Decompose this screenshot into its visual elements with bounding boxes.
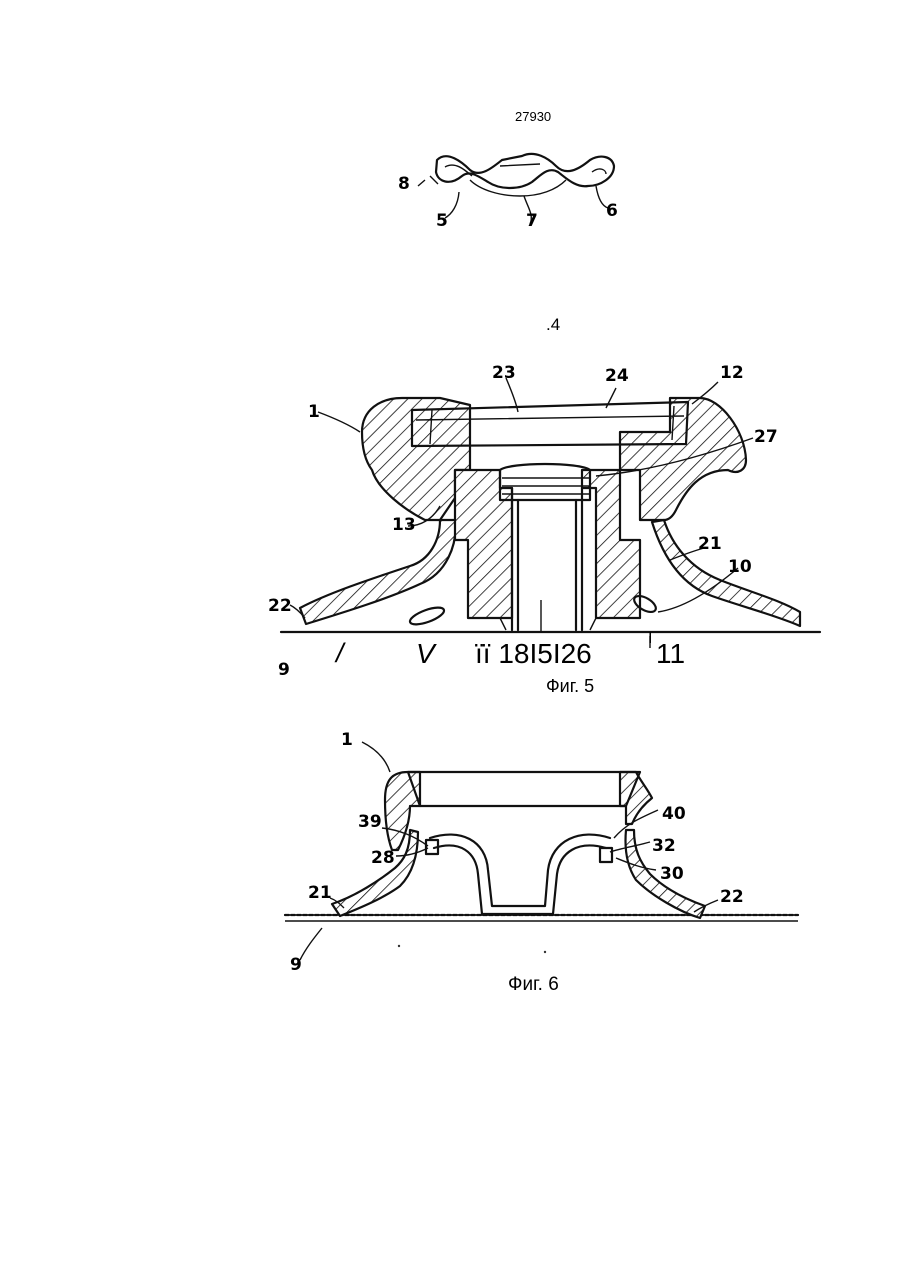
fig5-ref-9: 9 — [278, 660, 290, 680]
fig5-ocr-refs: ïї 18I5I26 — [475, 638, 592, 670]
fig6-ref-21: 21 — [308, 883, 332, 903]
fig4-ref-7: 7 — [526, 211, 538, 231]
fig5-ref-10: 10 — [728, 557, 752, 577]
fig6-ref-9: 9 — [290, 955, 302, 975]
fig5-ref-22: 22 — [268, 596, 292, 616]
fig5-ocr-11: 11 — [656, 638, 685, 670]
fig4-ref-5: 5 — [436, 211, 448, 231]
fig5-ocr-tick: I — [648, 630, 652, 648]
fig6-ref-32: 32 — [652, 836, 676, 856]
fig6-section-drawing — [285, 742, 798, 960]
fig5-caption: Фиг. 5 — [546, 676, 594, 697]
fig6-caption: Фиг. 6 — [508, 974, 559, 996]
fig6-ref-39: 39 — [358, 812, 382, 832]
fig5-ref-13: 13 — [392, 515, 416, 535]
fig5-section-drawing — [281, 378, 820, 648]
fig5-ocr-v: V — [416, 638, 435, 670]
fig5-ref-23: 23 — [492, 363, 516, 383]
fig6-ref-1: 1 — [341, 730, 353, 750]
fig5-ocr-slash: / — [336, 638, 344, 669]
fig5-ref-24: 24 — [605, 366, 629, 386]
fig6-ref-30: 30 — [660, 864, 684, 884]
fig5-ref-12: 12 — [720, 363, 744, 383]
fig5-ref-1: 1 — [308, 402, 320, 422]
fig4-label: .4 — [546, 315, 560, 335]
fig4-ref-6: 6 — [606, 201, 618, 221]
fig4-ref-8: 8 — [398, 174, 410, 194]
fig6-ref-40: 40 — [662, 804, 686, 824]
fig5-ref-21: 21 — [698, 534, 722, 554]
document-number: 27930 — [515, 109, 551, 124]
fig6-ref-28: 28 — [371, 848, 395, 868]
fig5-ref-27: 27 — [754, 427, 778, 447]
fig6-ref-22: 22 — [720, 887, 744, 907]
